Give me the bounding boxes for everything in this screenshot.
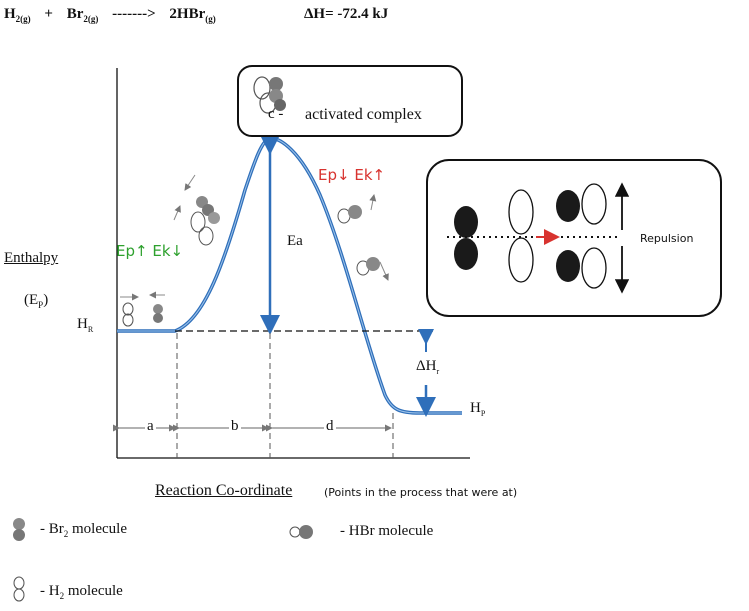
reactant-br2: Br2(g) xyxy=(66,6,99,24)
colliding-molecules-icon xyxy=(173,174,220,246)
segment-d-label: d xyxy=(324,418,336,435)
hr-label: HR xyxy=(77,316,94,334)
h2-legend-label: - H2 molecule xyxy=(40,583,123,601)
right-energy-change: Ep↓ Ek↑ xyxy=(318,166,386,184)
hp-label: HP xyxy=(470,400,486,418)
reaction-arrow: -------> xyxy=(112,6,156,22)
x-axis-label: Reaction Co-ordinate xyxy=(155,482,293,499)
complex-molecule-icon xyxy=(253,76,286,114)
br2-legend-icon xyxy=(13,518,25,541)
ep-label: (EP) xyxy=(24,292,49,310)
activated-complex-label: activated complex xyxy=(305,106,422,123)
segment-b-label: b xyxy=(229,418,241,435)
enthalpy-label: Enthalpy xyxy=(4,250,59,266)
reactants-start-icon xyxy=(120,291,165,327)
plus-sign: + xyxy=(44,6,53,22)
delta-hr-label: ΔHr xyxy=(416,358,440,376)
activated-complex-box xyxy=(237,65,463,137)
energy-curve xyxy=(117,136,462,415)
reaction-equation: H2(g) + Br2(g) -------> 2HBr(g) xyxy=(4,6,226,24)
hbr-legend-icon xyxy=(289,525,313,539)
hbr-legend-label: - HBr molecule xyxy=(340,523,434,539)
reactant-h2: H2(g) xyxy=(4,6,31,24)
ea-label: Ea xyxy=(287,233,303,249)
h2-legend-icon xyxy=(13,576,25,602)
segment-a-label: a xyxy=(145,418,156,435)
activated-complex-prefix: c - xyxy=(268,106,284,122)
delta-h-value: ΔH= -72.4 kJ xyxy=(304,6,389,22)
product-hbr: 2HBr(g) xyxy=(169,6,216,24)
product-molecules-icon xyxy=(337,194,389,281)
repulsion-molecules-icon xyxy=(447,183,620,289)
repulsion-label: Repulsion xyxy=(640,232,694,245)
br2-legend-label: - Br2 molecule xyxy=(40,521,127,539)
x-axis-note: (Points in the process that were at) xyxy=(324,486,518,499)
left-energy-change: Ep↑ Ek↓ xyxy=(116,242,184,260)
